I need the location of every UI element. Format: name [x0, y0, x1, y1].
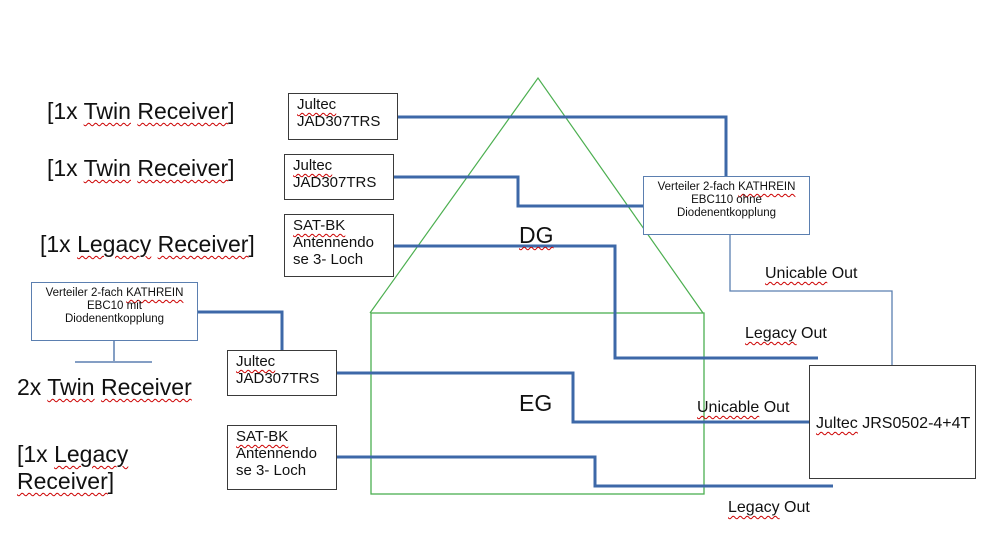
receiver-suffix: ]: [107, 468, 115, 494]
splitter-type: Verteiler 2-fach: [45, 287, 127, 299]
wire-splitter-dg-unicable: [729, 234, 893, 366]
output-suffix: Out: [796, 325, 827, 342]
receiver-word: Receiver: [157, 231, 249, 257]
device-model: JAD307TRS: [293, 174, 377, 191]
receiver-type: Legacy: [77, 231, 152, 257]
device-brand: SAT-BK: [293, 217, 346, 234]
floor-label-eg: EG: [519, 392, 552, 415]
output-suffix: Out: [827, 265, 858, 282]
device-brand: Jultec: [293, 157, 333, 174]
receiver-word: Receiver: [137, 98, 229, 124]
device-model: Antennendo: [293, 234, 374, 251]
device-brand: Jultec: [236, 353, 276, 370]
output-label-unicable-eg: Unicable Out: [697, 400, 790, 416]
splitter-feature: Diodenentkopplung: [676, 207, 777, 219]
device-brand: SAT-BK: [236, 428, 289, 445]
receiver-type: Twin: [83, 98, 131, 124]
receiver-suffix: ]: [228, 155, 235, 181]
receiver-suffix: ]: [228, 98, 235, 124]
receiver-type: Twin: [47, 374, 95, 400]
multiswitch-brand: Jultec: [816, 415, 858, 432]
receiver-prefix: [1x: [47, 155, 84, 181]
house-ground-floor: [370, 312, 705, 495]
output-type: Legacy: [728, 499, 780, 516]
device-brand: Jultec: [297, 96, 337, 113]
receiver-suffix: ]: [248, 231, 255, 257]
receiver-type: Twin: [83, 155, 131, 181]
output-label-legacy-eg: Legacy Out: [728, 500, 810, 516]
output-type: Legacy: [745, 325, 797, 342]
floor-label-dg: DG: [519, 224, 554, 247]
device-model-cont: se 3- Loch: [236, 462, 307, 479]
splitter-model: EBC10 mit: [87, 300, 142, 312]
floor-name: EG: [519, 390, 553, 416]
output-suffix: Out: [779, 499, 810, 516]
wire-splitter-eg-to-jad3: [198, 310, 284, 351]
floor-name: DG: [519, 222, 554, 248]
receiver-word: Receiver: [17, 468, 108, 494]
receiver-type: Legacy: [54, 441, 129, 467]
output-label-legacy-dg: Legacy Out: [745, 326, 827, 342]
receiver-word: Receiver: [137, 155, 229, 181]
wire-jad3-unicable-out: [337, 371, 809, 424]
output-suffix: Out: [759, 399, 790, 416]
wire-jad1-to-splitter: [397, 115, 728, 176]
receiver-word: Receiver: [100, 374, 192, 400]
receiver-label-legacy-1: [1x Legacy Receiver]: [40, 233, 255, 256]
receiver-prefix: 2x: [17, 374, 48, 400]
receiver-label-twin-1: [1x Twin Receiver]: [47, 100, 235, 123]
splitter-type: Verteiler 2-fach: [657, 181, 739, 193]
splitter-brand: KATHREIN: [738, 181, 796, 193]
wire-jad2-to-splitter: [394, 175, 643, 208]
device-model: JAD307TRS: [236, 370, 320, 387]
device-model: Antennendo: [236, 445, 317, 462]
receiver-prefix: [1x: [17, 441, 55, 467]
multiswitch-model: JRS0502-4+4T: [857, 415, 971, 432]
receiver-label-twin-eg: 2x Twin Receiver: [17, 376, 192, 399]
wire-satbk2-legacy-out: [337, 455, 833, 488]
output-type: Unicable: [765, 265, 828, 282]
output-label-unicable-dg: Unicable Out: [765, 266, 858, 282]
device-model-cont: se 3- Loch: [293, 251, 364, 268]
multiswitch-box: Jultec JRS0502-4+4T: [809, 365, 976, 479]
receiver-prefix: [1x: [40, 231, 78, 257]
wire-satbk1-legacy-out: [394, 244, 818, 360]
splitter-feature: Diodenentkopplung: [64, 313, 165, 325]
output-type: Unicable: [697, 399, 760, 416]
receiver-label-twin-2: [1x Twin Receiver]: [47, 157, 235, 180]
device-model: JAD307TRS: [297, 113, 381, 130]
splitter-model: EBC110 ohne: [691, 194, 762, 206]
splitter-brand: KATHREIN: [126, 287, 184, 299]
receiver-prefix: [1x: [47, 98, 84, 124]
